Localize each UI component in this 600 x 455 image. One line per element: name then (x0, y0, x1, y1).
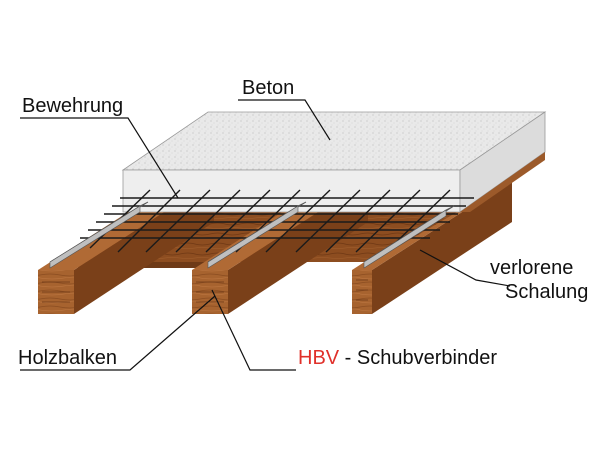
leader-bewehrung (20, 117, 179, 199)
leader-verlorene (419, 249, 511, 287)
label-verlorene: verlorene (490, 257, 574, 279)
label-hbv: HBV (298, 347, 340, 369)
label-schalung: Schalung (505, 281, 589, 303)
leader-schubverbinder (211, 289, 296, 371)
concrete-slab (121, 111, 547, 213)
label-schubverbinder: - Schubverbinder (339, 347, 497, 369)
hbv-connector-right (363, 205, 455, 269)
label-holzbalken: Holzbalken (18, 347, 117, 369)
hbv-connector-left (49, 201, 149, 269)
leader-holzbalken (20, 295, 216, 371)
label-bewehrung: Bewehrung (22, 95, 124, 117)
leader-lines (20, 99, 511, 371)
label-beton: Beton (242, 77, 295, 99)
leader-beton (238, 99, 331, 141)
hbv-connector-middle (207, 201, 307, 269)
label-hbv-schubverbinder: HBV - Schubverbinder (298, 348, 497, 368)
